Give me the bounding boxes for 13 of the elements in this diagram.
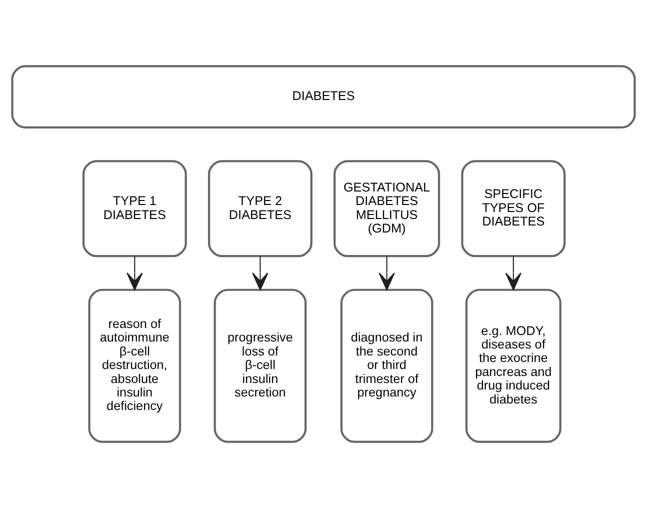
node-box: SPECIFIC TYPES OF DIABETES xyxy=(461,160,566,257)
node-box: e.g. MODY, diseases of the exocrine pancreas and drug induced diabetes xyxy=(465,288,562,442)
node-box: reason of autoimmune β-cell destruction, absolute insulin deficiency xyxy=(88,288,182,442)
node-box: TYPE 2 DIABETES xyxy=(208,160,312,257)
arrow xyxy=(505,256,522,290)
node-box: diagnosed in the second or third trimester of pregnancy xyxy=(340,288,434,442)
arrow xyxy=(252,256,268,290)
node-box: DIABETES xyxy=(11,64,636,128)
arrow xyxy=(126,256,143,290)
node-box: progressive loss of β-cell insulin secretion xyxy=(214,288,307,442)
node-box: GESTATIONAL DIABETES MELLITUS (GDM) xyxy=(334,160,440,257)
arrow xyxy=(378,256,395,290)
node-box: TYPE 1 DIABETES xyxy=(82,160,187,257)
